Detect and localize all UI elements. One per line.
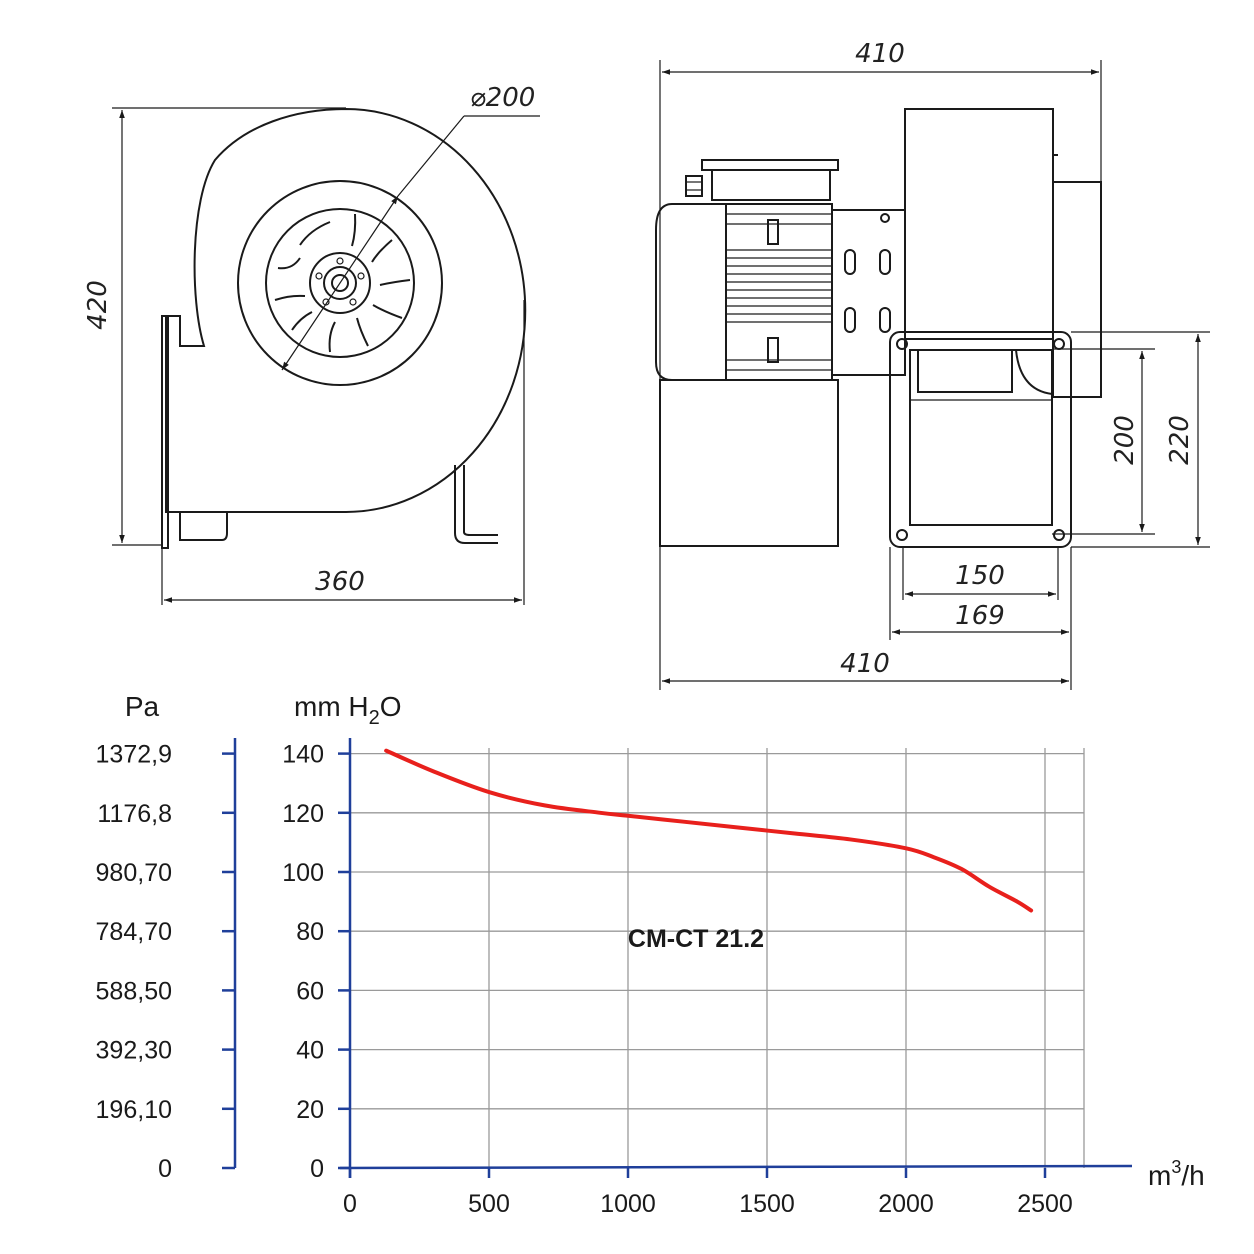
housing-back-step xyxy=(1052,181,1102,398)
y-tick-label: 140 xyxy=(282,741,324,769)
left-foot xyxy=(179,512,228,541)
x-tick-label: 1500 xyxy=(739,1190,795,1218)
y-tick-label: 100 xyxy=(282,859,324,887)
impeller-blades xyxy=(274,213,411,353)
right-axis-unit: mm H2O xyxy=(294,691,402,729)
pa-tick-label: 1176,8 xyxy=(97,800,172,828)
pa-tick-label: 196,10 xyxy=(96,1096,172,1124)
chart-ticks: 0 20 40 60 80 100 120 140 0 196,10 392,30 588,50 784… xyxy=(96,741,1073,1218)
terminal-box xyxy=(711,169,831,201)
x-tick-label: 2000 xyxy=(878,1190,934,1218)
base-block xyxy=(659,379,839,547)
outlet-flange-side xyxy=(889,331,1072,548)
motor-bracket xyxy=(831,209,906,376)
x-axis-line xyxy=(339,1164,1133,1170)
side-outlet-inner-width-dim: 150 xyxy=(955,561,1005,591)
x-tick-label: 500 xyxy=(468,1190,510,1218)
side-outlet-flange-width-dim: 169 xyxy=(955,601,1005,631)
performance-chart: 0 20 40 60 80 100 120 140 0 196,10 392,30 588,50 784… xyxy=(96,691,1205,1218)
right-foot xyxy=(454,465,498,544)
side-outlet-flange-height-dim: 220 xyxy=(1165,415,1195,465)
volute-housing xyxy=(165,107,527,513)
y-tick-label: 0 xyxy=(310,1155,324,1183)
outlet-opening xyxy=(909,349,1053,526)
x-tick-label: 2500 xyxy=(1017,1190,1073,1218)
side-top-width-dim: 410 xyxy=(855,39,905,69)
side-outlet-inner-height-dim: 200 xyxy=(1110,415,1140,465)
right-foot-inner xyxy=(463,465,498,536)
y-tick-label: 20 xyxy=(296,1096,324,1124)
series-line-cm-ct-21-2 xyxy=(384,748,1034,913)
pa-tick-label: 784,70 xyxy=(96,918,172,946)
side-bottom-width-dim: 410 xyxy=(840,649,890,679)
front-diameter-dim: ⌀200 xyxy=(470,83,535,113)
left-axis-unit: Pa xyxy=(125,691,160,722)
motor-end-cap xyxy=(655,203,727,381)
front-view: 420 360 ⌀200 xyxy=(83,83,540,605)
chart-grid xyxy=(350,748,1085,1168)
chart-series xyxy=(384,748,1034,913)
y-tick-label: 60 xyxy=(296,977,324,1005)
y-tick-label: 120 xyxy=(282,800,324,828)
housing-side xyxy=(904,108,1054,340)
pa-tick-label: 1372,9 xyxy=(96,741,172,769)
pa-tick-label: 980,70 xyxy=(96,859,172,887)
x-tick-label: 0 xyxy=(343,1190,357,1218)
x-tick-label: 1000 xyxy=(600,1190,656,1218)
front-width-dim: 360 xyxy=(315,567,365,597)
y-tick-label: 80 xyxy=(296,918,324,946)
outlet-flange xyxy=(161,315,169,549)
side-view: 410 150 169 410 200 220 xyxy=(655,39,1210,690)
series-label: CM-CT 21.2 xyxy=(628,925,764,953)
chart-axes xyxy=(233,738,1133,1178)
x-axis-unit: m3/h xyxy=(1148,1157,1205,1191)
front-height-dim: 420 xyxy=(83,280,113,330)
pa-tick-label: 392,30 xyxy=(96,1037,172,1065)
y-tick-label: 40 xyxy=(296,1037,324,1065)
pa-tick-label: 588,50 xyxy=(96,977,172,1005)
inlet-ring-outer xyxy=(237,180,443,386)
cable-gland xyxy=(685,175,703,197)
pa-tick-label: 0 xyxy=(158,1155,172,1183)
bracket-slots xyxy=(844,213,891,333)
